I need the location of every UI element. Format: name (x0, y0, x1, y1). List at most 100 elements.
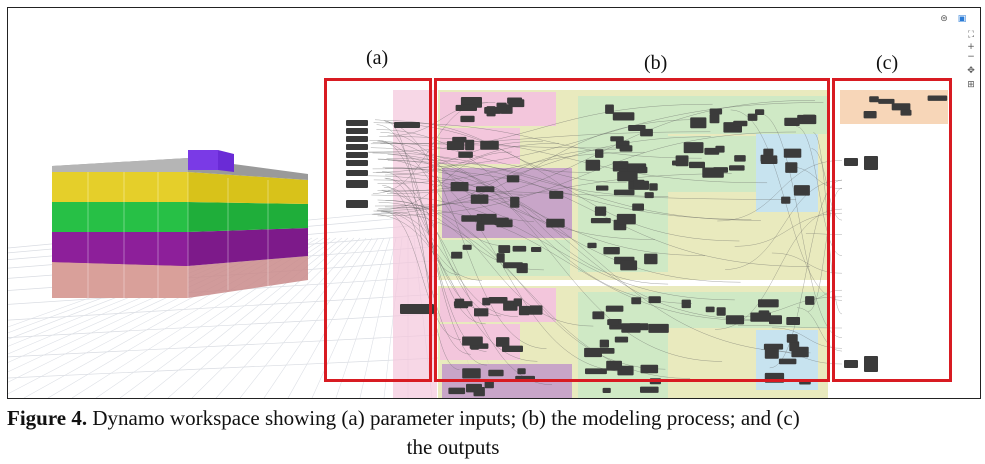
graph-wire (805, 233, 843, 235)
building-mullions (87, 172, 269, 298)
graph-node (648, 323, 669, 333)
output-node (844, 158, 858, 166)
region-label-a: (a) (366, 47, 389, 69)
output-node (844, 360, 858, 368)
view-switch-icon[interactable]: ▣ (957, 14, 967, 24)
graph-node (610, 136, 624, 142)
graph-node (878, 98, 895, 104)
graph-node (631, 297, 642, 305)
graph-node (648, 296, 661, 304)
graph-node (763, 148, 774, 156)
graph-node (465, 139, 475, 151)
graph-wire (386, 158, 761, 221)
fullscreen-icon[interactable]: ⊞ (967, 80, 975, 90)
graph-node (690, 117, 707, 129)
graph-node (531, 247, 542, 252)
caption-text-line1: Dynamo workspace showing (a) parameter i… (87, 406, 800, 430)
input-node (394, 122, 420, 128)
graph-wire (807, 187, 843, 312)
graph-node (709, 114, 720, 124)
grid-line (359, 237, 397, 398)
grid-line (143, 237, 343, 398)
graph-node (549, 190, 564, 199)
graph-wire (370, 147, 692, 304)
graph-wire (385, 200, 594, 327)
graph-node (715, 145, 725, 153)
graph-node (461, 215, 482, 222)
graph-node (453, 301, 473, 307)
graph-wire (377, 131, 797, 217)
graph-node (451, 251, 463, 259)
graph-node (482, 297, 491, 306)
pan-icon[interactable]: ✥ (967, 66, 975, 76)
graph-wire (371, 214, 538, 362)
graph-node (705, 306, 715, 313)
graph-node (488, 297, 508, 304)
graph-node (617, 171, 638, 182)
graph-node (769, 315, 782, 325)
input-node (346, 136, 368, 142)
region-box-b (434, 78, 830, 382)
view-toggle-icon[interactable]: ⊜ (940, 14, 948, 24)
input-node (346, 144, 368, 150)
building-model (52, 150, 308, 298)
graph-node (603, 247, 620, 255)
building-floor-1-front (52, 262, 188, 298)
grid-line (8, 357, 439, 379)
graph-node (689, 161, 705, 169)
graph-node (702, 167, 724, 178)
graph-wire (373, 122, 740, 242)
graph-wire (385, 122, 702, 159)
graph-node (644, 253, 658, 265)
graph-node (709, 108, 723, 115)
graph-wire (811, 148, 843, 221)
graph-node (455, 104, 477, 111)
graph-node (546, 218, 565, 228)
graph-node (510, 196, 520, 208)
graph-node (640, 364, 659, 374)
graph-node (458, 151, 473, 158)
graph-node (476, 223, 485, 231)
graph-node (755, 109, 765, 115)
grid-line (167, 237, 349, 398)
zoom-out-icon[interactable]: − (967, 52, 975, 62)
graph-node (496, 219, 513, 228)
graph-node (644, 192, 654, 199)
graph-node (863, 111, 877, 119)
graph-node (508, 99, 525, 108)
graph-node (496, 337, 510, 347)
input-node (346, 120, 368, 126)
graph-node (480, 140, 499, 150)
graph-node (786, 317, 800, 325)
graph-wire (383, 136, 711, 192)
graph-node (786, 334, 798, 343)
graph-node (596, 185, 609, 191)
graph-node (633, 179, 645, 189)
graph-node (763, 343, 784, 350)
grid-line (263, 237, 373, 398)
graph-wire (384, 177, 459, 275)
graph-node (616, 213, 636, 225)
graph-node (605, 104, 614, 114)
graph-node (614, 336, 629, 343)
graph-node (927, 95, 948, 101)
graph-wire (374, 119, 547, 349)
region-label-b: (b) (644, 52, 668, 74)
graph-node (473, 387, 485, 397)
input-node (400, 304, 434, 314)
output-node (864, 356, 878, 372)
zoom-in-icon[interactable]: + (967, 42, 975, 52)
graph-node (498, 245, 511, 253)
dynamo-workspace-figure: (a) (b) (c) ⊜ ▣ ⛶ + − ✥ ⊞ (7, 7, 981, 399)
graph-node (462, 368, 481, 379)
graph-node (716, 307, 726, 316)
graph-wire (377, 190, 553, 385)
graph-node (502, 345, 523, 352)
graph-node (612, 112, 635, 121)
input-node (346, 200, 368, 208)
graph-wire (382, 185, 471, 355)
graph-wire (734, 296, 843, 318)
graph-node (517, 368, 526, 375)
graph-node (802, 114, 816, 122)
fit-view-icon[interactable]: ⛶ (967, 30, 975, 40)
